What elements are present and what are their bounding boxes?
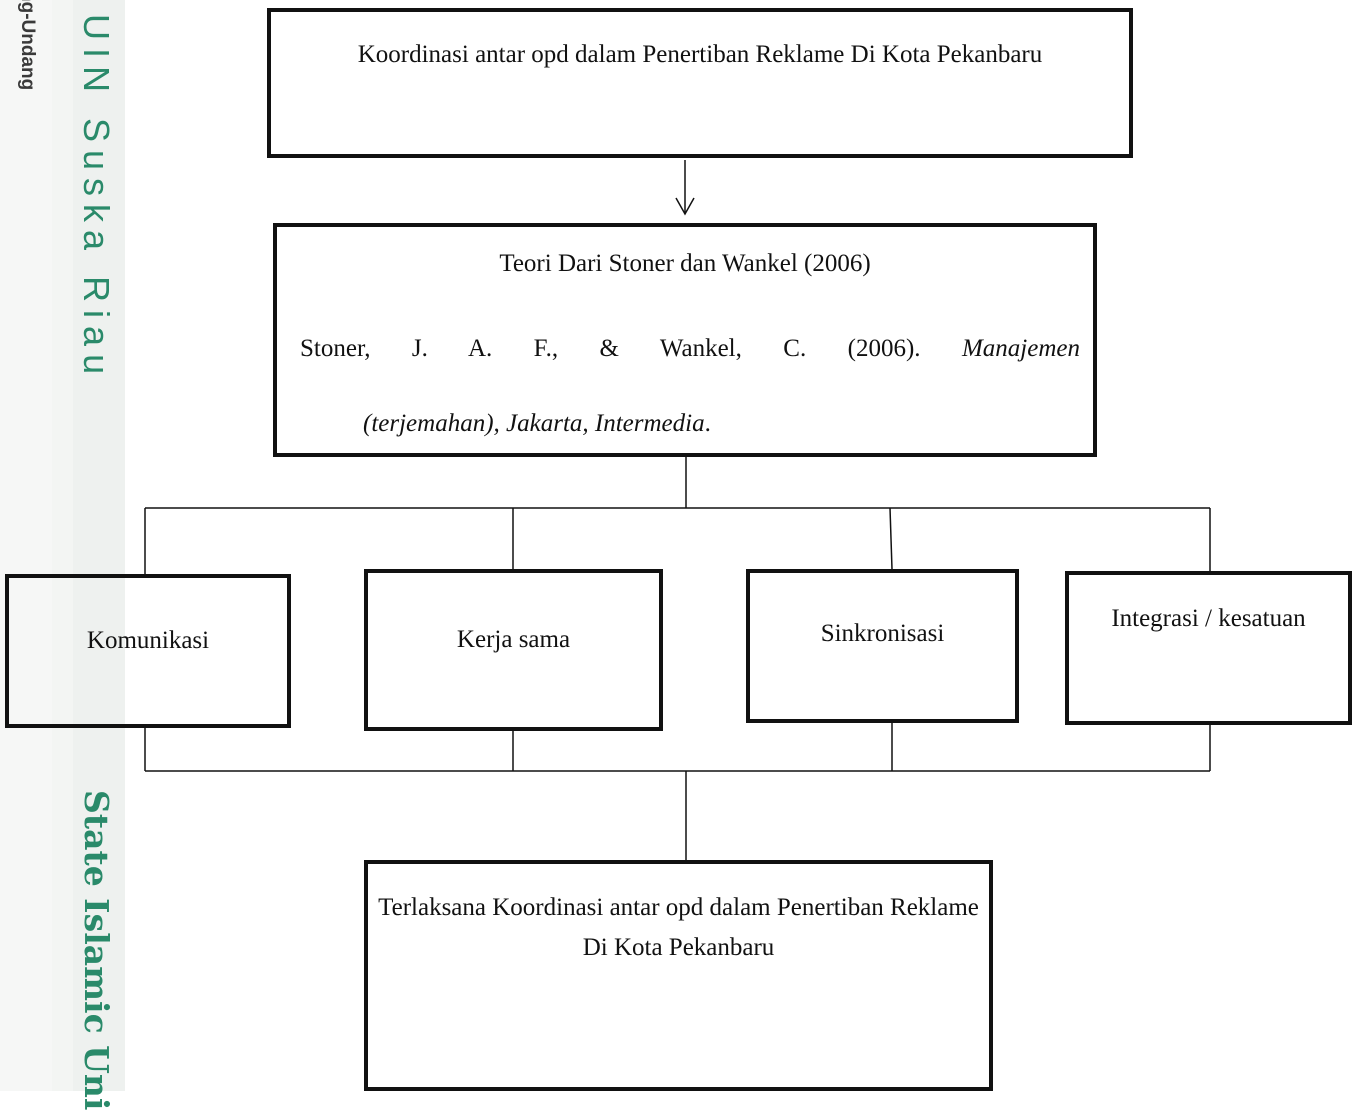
citation-end: . [704, 410, 711, 437]
citation-authors: Stoner, J. A. F., & Wankel, C. (2006). [300, 335, 962, 362]
drop-sinkron [889, 507, 893, 570]
indicator-integrasi: Integrasi / kesatuan [1065, 571, 1352, 725]
indicator-label: Integrasi / kesatuan [1111, 605, 1306, 632]
theory-citation-line1: Stoner, J. A. F., & Wankel, C. (2006). M… [300, 330, 1080, 369]
indicator-label: Kerja sama [456, 626, 571, 653]
arrow-head [675, 197, 695, 216]
indicator-sinkronisasi: Sinkronisasi [746, 569, 1019, 723]
theory-title: Teori Dari Stoner dan Wankel (2006) [499, 250, 871, 277]
theory-box: Teori Dari Stoner dan Wankel (2006) Ston… [273, 223, 1097, 457]
indicator-label: Komunikasi [86, 627, 210, 654]
strip-column-left [0, 0, 52, 1091]
citation-publisher: (terjemahan), Jakarta, Intermedia [363, 410, 705, 437]
outcome-text: Terlaksana Koordinasi antar opd dalam Pe… [378, 894, 979, 961]
indicator-label: Sinkronisasi [820, 620, 945, 647]
top-box-text: Koordinasi antar opd dalam Penertiban Re… [357, 41, 1043, 68]
citation-book-title: Manajemen [961, 335, 1080, 362]
side-strip: ng-Undang k UIN Suska Riau State Islamic… [0, 0, 125, 1110]
outcome-box: Terlaksana Koordinasi antar opd dalam Pe… [364, 860, 993, 1091]
top-box: Koordinasi antar opd dalam Penertiban Re… [267, 8, 1133, 158]
indicator-kerja-sama: Kerja sama [364, 569, 663, 731]
indicator-komunikasi: Komunikasi [5, 574, 291, 728]
strip-column-right [73, 0, 125, 1091]
theory-citation-line2: (terjemahan), Jakarta, Intermedia. [363, 405, 711, 444]
